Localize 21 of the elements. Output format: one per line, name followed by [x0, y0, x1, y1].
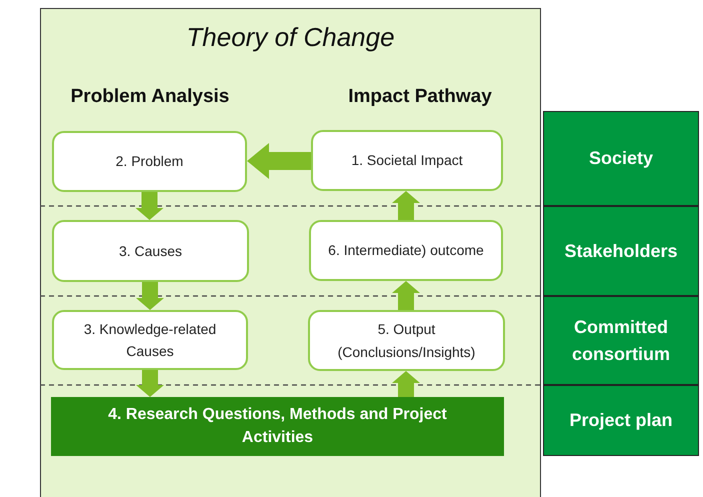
- process-box: 1. Societal Impact: [311, 130, 503, 191]
- level-band: Society: [543, 111, 699, 206]
- block-arrow: [136, 192, 164, 220]
- process-box: 5. Output (Conclusions/Insights): [308, 310, 505, 371]
- process-box: 3. Knowledge-related Causes: [52, 310, 248, 370]
- block-arrow: [247, 143, 311, 179]
- block-arrow: [392, 371, 420, 397]
- level-band: Stakeholders: [543, 206, 699, 296]
- level-band: Committed consortium: [543, 296, 699, 385]
- process-box: 3. Causes: [52, 220, 249, 282]
- block-arrow: [392, 281, 420, 310]
- diagram-title: Theory of Change: [185, 22, 396, 53]
- level-band: Project plan: [543, 385, 699, 456]
- block-arrow: [392, 191, 420, 220]
- column-heading: Impact Pathway: [347, 86, 493, 108]
- column-heading: Problem Analysis: [70, 86, 230, 108]
- block-arrow: [136, 282, 164, 310]
- activity-bar: 4. Research Questions, Methods and Project Activities: [51, 397, 504, 456]
- process-box: 2. Problem: [52, 131, 247, 192]
- block-arrow: [136, 370, 164, 397]
- process-box: 6. Intermediate) outcome: [309, 220, 503, 281]
